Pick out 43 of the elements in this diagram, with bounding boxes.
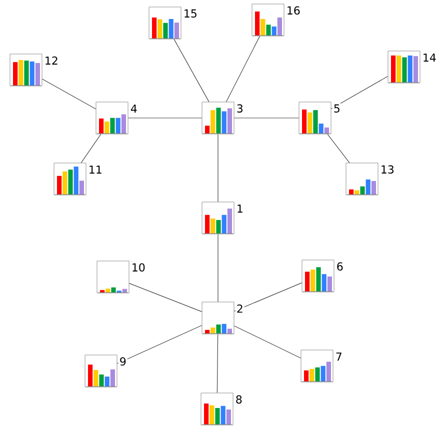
connector-line [80, 134, 102, 164]
connector-line [330, 76, 388, 110]
bar-chart-thumbnail-drawing [202, 102, 234, 134]
connector-line [42, 78, 96, 110]
bar-chart-thumbnail-drawing [202, 302, 234, 334]
connector-line [174, 38, 210, 102]
connector-line [327, 134, 350, 164]
bar-chart-thumbnail-drawing [96, 102, 128, 134]
connector-line [216, 334, 218, 394]
bar-chart-thumbnail-drawing [10, 54, 42, 86]
bar-chart-thumbnail-drawing [202, 202, 234, 234]
node-label: 12 [43, 55, 60, 66]
bar-chart-thumbnail-drawing [148, 6, 182, 40]
node-label: 13 [379, 164, 396, 175]
node-label: 15 [182, 8, 198, 19]
bar-chart-thumbnail-drawing [84, 354, 118, 388]
node-label: 8 [234, 394, 244, 405]
connector-line [234, 326, 302, 358]
node-label: 2 [235, 303, 244, 314]
node-label: 6 [335, 261, 344, 272]
bar-chart-thumbnail-drawing [300, 350, 334, 382]
connector-line [128, 283, 202, 312]
node-label: 10 [130, 262, 146, 273]
bar-chart-thumbnail-drawing [388, 50, 420, 84]
node-label: 9 [118, 356, 128, 367]
connector-line [226, 36, 260, 102]
node-label: 14 [421, 52, 438, 63]
node-label: 11 [87, 164, 104, 175]
bar-chart-thumbnail-drawing [302, 260, 334, 292]
node-label: 4 [129, 104, 138, 114]
node-label: 3 [235, 103, 244, 114]
node-label: 7 [334, 352, 344, 362]
bar-chart-thumbnail-drawing [54, 162, 86, 196]
bar-chart-thumbnail-drawing [96, 260, 130, 294]
bar-chart-thumbnail-drawing [200, 392, 234, 426]
connector-line [116, 325, 202, 364]
bar-chart-thumbnail-drawing [252, 4, 284, 36]
connector-line [234, 282, 302, 312]
node-label: 5 [332, 103, 342, 114]
bar-chart-thumbnail-drawing [346, 162, 378, 196]
bar-chart-thumbnail-drawing [298, 102, 332, 134]
node-label: 16 [285, 5, 302, 16]
node-label: 1 [235, 204, 244, 214]
